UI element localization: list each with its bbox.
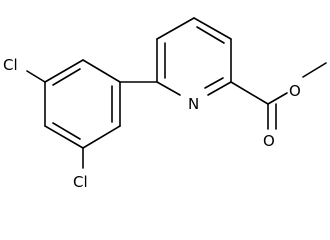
pyridine-double-bond-right-n: [204, 77, 224, 89]
benzene-bond-5-6: [44, 59, 84, 83]
benzene-bond-2-3: [82, 125, 121, 149]
ester-carbon-bond: [230, 81, 269, 105]
benzene-bond-3-4: [44, 125, 84, 149]
chlorine-top-label: Cl: [3, 56, 18, 74]
ester-oxygen-single-bond: [267, 92, 288, 105]
benzene-bond-6-1: [82, 59, 121, 83]
ester-oxygen-single-label: O: [289, 82, 301, 100]
pyridine-bond-c6-c1: [156, 17, 195, 40]
benzene-double-bond-bottom-left: [52, 122, 81, 140]
structure-diagram: N Cl Cl O O: [3, 17, 327, 191]
pyridine-bond-c3-n: [207, 81, 232, 96]
ring-nitrogen-label: N: [188, 95, 199, 113]
pyridine-bond-c1-c2: [193, 17, 232, 40]
pyridine-double-bond-top: [196, 26, 225, 44]
molecule-canvas: N Cl Cl O O: [3, 17, 327, 191]
benzene-double-bond-top-left: [52, 68, 81, 86]
pyridine-bond-n-c5: [156, 81, 181, 96]
methyl-bond: [302, 62, 327, 78]
chlorine-bottom-label: Cl: [73, 173, 88, 191]
ester-oxygen-double-label: O: [263, 132, 275, 150]
chlorine-top-bond: [26, 70, 46, 83]
